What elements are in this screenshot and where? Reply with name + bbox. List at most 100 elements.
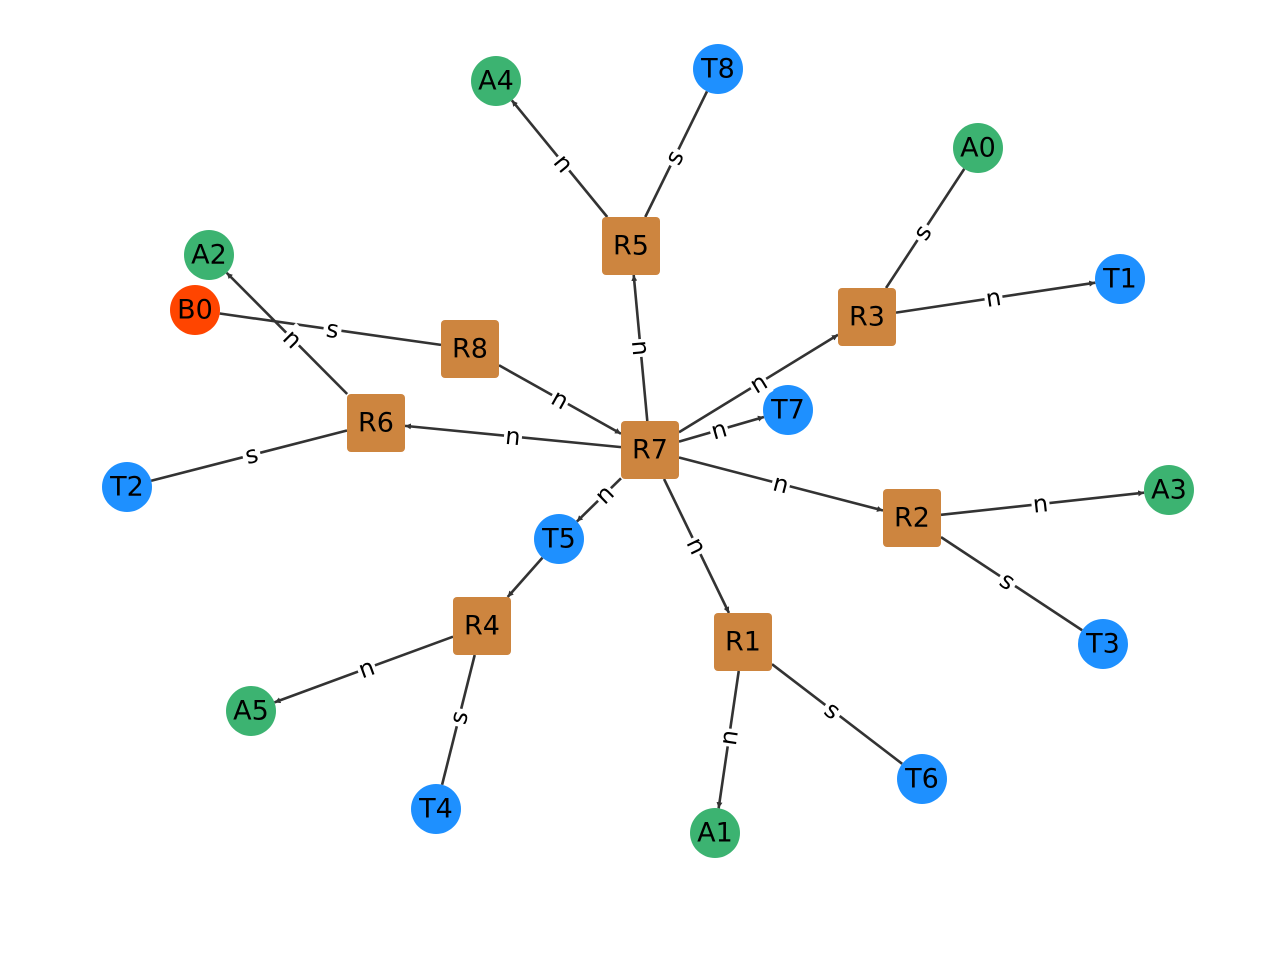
edge-label-group: n	[545, 382, 575, 417]
edge-label: n	[626, 339, 655, 357]
edge-label-background	[321, 314, 344, 345]
edge-label-group: s	[992, 564, 1023, 598]
terminal-node-shape	[411, 784, 461, 834]
node-b0: B0	[170, 285, 220, 335]
terminal-node-shape	[102, 462, 152, 512]
edge-label-background	[713, 726, 745, 749]
router-node-shape	[441, 320, 499, 378]
edge-label-background	[768, 468, 794, 500]
node-label: R4	[464, 611, 500, 642]
edge-label: s	[324, 315, 340, 344]
router-node-shape	[602, 217, 660, 275]
edge-label: n	[714, 728, 744, 747]
edge-label-background	[276, 322, 309, 356]
node-t8: T8	[693, 44, 743, 94]
terminal-node-shape	[897, 754, 947, 804]
access-node-shape	[226, 686, 276, 736]
node-t3: T3	[1078, 619, 1128, 669]
edge-label-background	[992, 564, 1023, 598]
edge-label-background	[588, 478, 621, 511]
edge-label-background	[546, 147, 581, 180]
access-node-shape	[1144, 465, 1194, 515]
node-label: T3	[1085, 629, 1120, 660]
node-a3: A3	[1144, 465, 1194, 515]
edge-label-group: s	[443, 705, 475, 730]
edge-label-group: n	[1030, 489, 1051, 519]
edge-t5-r4	[506, 556, 544, 598]
node-label: A0	[960, 133, 996, 164]
edge-label-group: n	[502, 421, 524, 452]
access-node-shape	[953, 123, 1003, 173]
node-r7: R7	[621, 421, 679, 479]
node-label: R3	[849, 302, 885, 333]
node-t7: T7	[763, 385, 813, 435]
node-label: A3	[1151, 475, 1187, 506]
edge-label: n	[1031, 489, 1049, 518]
edge-label-group: n	[546, 147, 581, 180]
terminal-node-shape	[693, 44, 743, 94]
access-node-shape	[184, 230, 234, 280]
base-node-shape	[170, 285, 220, 335]
node-a0: A0	[953, 123, 1003, 173]
edge-label: n	[708, 414, 730, 445]
node-a4: A4	[471, 56, 521, 106]
node-t4: T4	[411, 784, 461, 834]
edge-label-background	[679, 531, 714, 561]
edge-label-group: n	[679, 531, 714, 561]
edge-label-background	[982, 282, 1005, 314]
node-label: A2	[191, 240, 227, 271]
node-r5: R5	[602, 217, 660, 275]
edge-label-background	[353, 652, 380, 685]
router-node-shape	[621, 421, 679, 479]
node-t2: T2	[102, 462, 152, 512]
edge-label-background	[502, 421, 524, 452]
router-node-shape	[714, 613, 772, 671]
node-label: T7	[770, 395, 805, 426]
node-r4: R4	[453, 597, 511, 655]
access-node-shape	[690, 808, 740, 858]
edge-label-group: s	[816, 693, 849, 728]
edge-label-background	[443, 705, 475, 730]
node-label: B0	[177, 295, 213, 326]
terminal-node-shape	[1078, 619, 1128, 669]
edge-label-group: s	[239, 439, 264, 471]
node-a5: A5	[226, 686, 276, 736]
terminal-node-shape	[763, 385, 813, 435]
node-r1: R1	[714, 613, 772, 671]
edge-label-background	[743, 366, 774, 401]
node-t1: T1	[1095, 254, 1145, 304]
node-r2: R2	[883, 489, 941, 547]
node-r3: R3	[838, 288, 896, 346]
node-label: T5	[541, 524, 576, 555]
edge-label-background	[545, 382, 575, 417]
node-label: T1	[1102, 264, 1137, 295]
edge-label-group: n	[353, 652, 380, 685]
edge-label-group: n	[982, 282, 1005, 314]
node-t5: T5	[534, 514, 584, 564]
node-r6: R6	[347, 394, 405, 452]
edge-label-group: s	[657, 143, 692, 172]
router-node-shape	[883, 489, 941, 547]
node-label: T8	[700, 54, 735, 85]
edge-label-background	[239, 439, 264, 471]
terminal-node-shape	[1095, 254, 1145, 304]
node-label: T4	[418, 794, 453, 825]
edge-label-group: n	[768, 468, 794, 500]
edge-label-group: n	[713, 726, 745, 749]
edge-label-background	[905, 217, 940, 248]
edge-label-background	[816, 693, 849, 728]
edge-label-background	[1030, 489, 1051, 519]
node-label: R2	[894, 503, 930, 534]
edge-label-group: s	[905, 217, 940, 248]
edge-label: n	[984, 283, 1003, 313]
edge-label-group: n	[706, 414, 732, 446]
node-label: A4	[478, 66, 514, 97]
node-t6: T6	[897, 754, 947, 804]
edge-label-background	[625, 337, 656, 359]
node-label: R7	[632, 435, 668, 466]
router-node-shape	[453, 597, 511, 655]
node-label: A1	[697, 818, 733, 849]
node-label: A5	[233, 696, 269, 727]
node-label: R5	[613, 231, 649, 262]
